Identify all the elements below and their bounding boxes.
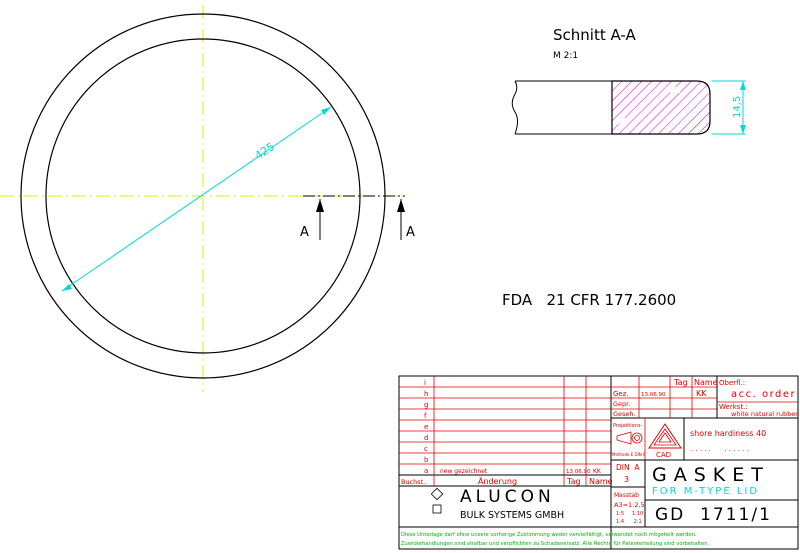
col-aenderung: Änderung (478, 476, 517, 486)
section-view: Schnitt A-A M 2:1 14,5 (511, 26, 746, 135)
cad-logo-icon: CAD (648, 423, 682, 459)
rev-a-date: 13.06.90 (566, 469, 591, 475)
scale-row2: 1:4 2:1 (616, 519, 642, 525)
hardness-dots: . . . . . . . . . . . (691, 445, 749, 453)
height-arrow-top (740, 81, 746, 90)
section-break-line (511, 80, 518, 135)
height-label: 14,5 (732, 96, 743, 118)
masstab-label: Masstab (614, 492, 639, 499)
gez-date: 13.06.90 (641, 392, 666, 398)
gepr-label: Gepr. (613, 400, 630, 408)
rev-a-name: KK (593, 468, 602, 475)
methode-label: Methode E DIN 6 (612, 452, 646, 457)
rev-letter-e: e (424, 423, 428, 431)
rev-letter-d: d (424, 434, 428, 442)
gez-label: Gez. (613, 390, 629, 398)
oberfl-label: Oberfl.: (719, 379, 745, 387)
hatch-gap-upper (670, 87, 680, 93)
col-buchst: Buchst. (401, 478, 425, 486)
projection-symbol-icon (616, 431, 643, 445)
cad-text: CAD (656, 451, 671, 459)
col-tag: Tag (566, 477, 581, 486)
rev-a-text: new gezeichnet (440, 468, 488, 475)
company-name: ALUCON (460, 487, 555, 507)
section-scale: M 2:1 (553, 51, 578, 61)
hdr-tag: Tag (673, 378, 688, 387)
oberfl-value: acc. order (731, 389, 796, 400)
dim-arrow-bottom (62, 284, 72, 291)
projection-block: Projektions- Methode E DIN 6 CAD shore h… (611, 418, 798, 461)
diameter-dimension-line (61, 106, 332, 292)
rev-letter-c: c (424, 445, 428, 453)
title-block: i h g f e d c b a new gezeichnet 13.06.9… (398, 375, 799, 550)
cut-arrow-right-head (397, 199, 405, 212)
projektions-label: Projektions- (613, 423, 642, 429)
gasket-profile (611, 80, 711, 135)
werkst-value: white natural rubber (731, 410, 798, 418)
werkst-label: Werkst.: (719, 403, 748, 411)
diameter-label: 425 (252, 140, 277, 163)
part-block: DIN A 3 Masstab A3=1:2,5 1:5 1:10 1:4 2:… (399, 460, 798, 528)
col-name: Name (589, 477, 613, 486)
part-subtitle: FOR M-TYPE LID (652, 486, 759, 497)
gez-name: KK (696, 389, 707, 398)
a3-scale: A3=1:2,5 (614, 501, 645, 509)
dim-arrow-top (321, 107, 331, 115)
title-block-frame (398, 375, 799, 550)
hdr-name: Name (694, 378, 718, 387)
din-label: DIN A (616, 463, 640, 472)
rev-letter-g: g (424, 401, 428, 409)
rev-letter-i: i (424, 379, 426, 387)
disclaimer-line2: Zuwiderhandlungen sind strafbar und verp… (401, 541, 710, 547)
rev-letter-b: b (424, 456, 429, 464)
din-value: 3 (624, 475, 629, 484)
rev-letter-a: a (424, 467, 428, 475)
alucon-logo-icon (430, 487, 444, 514)
geseh-label: Geseh. (613, 410, 636, 418)
rev-letter-h: h (424, 390, 428, 398)
hardness: shore hardiness 40 (690, 429, 766, 438)
scale-row1: 1:5 1:10 (616, 511, 643, 517)
cut-marker-left: A (300, 225, 309, 240)
drawing-number: GD 1711/1 (655, 505, 772, 525)
height-arrow-bottom (740, 125, 746, 134)
fda-note: FDA 21 CFR 177.2600 (502, 291, 676, 309)
approval-block: Tag Name Gez. 13.06.90 KK Gepr. Geseh. O… (610, 376, 798, 549)
section-title: Schnitt A-A (553, 26, 636, 44)
cut-marker-right: A (406, 225, 415, 240)
hatch-gap-lower (618, 118, 628, 124)
plan-view: 425 A A (0, 5, 415, 392)
disclaimer-line1: Diese Unterlage darf ohne unsere vorheri… (401, 532, 697, 538)
rev-letter-f: f (424, 412, 427, 420)
part-name: GASKET (652, 464, 770, 486)
revision-table: i h g f e d c b a new gezeichnet 13.06.9… (399, 376, 613, 487)
cut-arrow-left-head (316, 199, 324, 212)
company-subname: BULK SYSTEMS GMBH (460, 510, 564, 521)
